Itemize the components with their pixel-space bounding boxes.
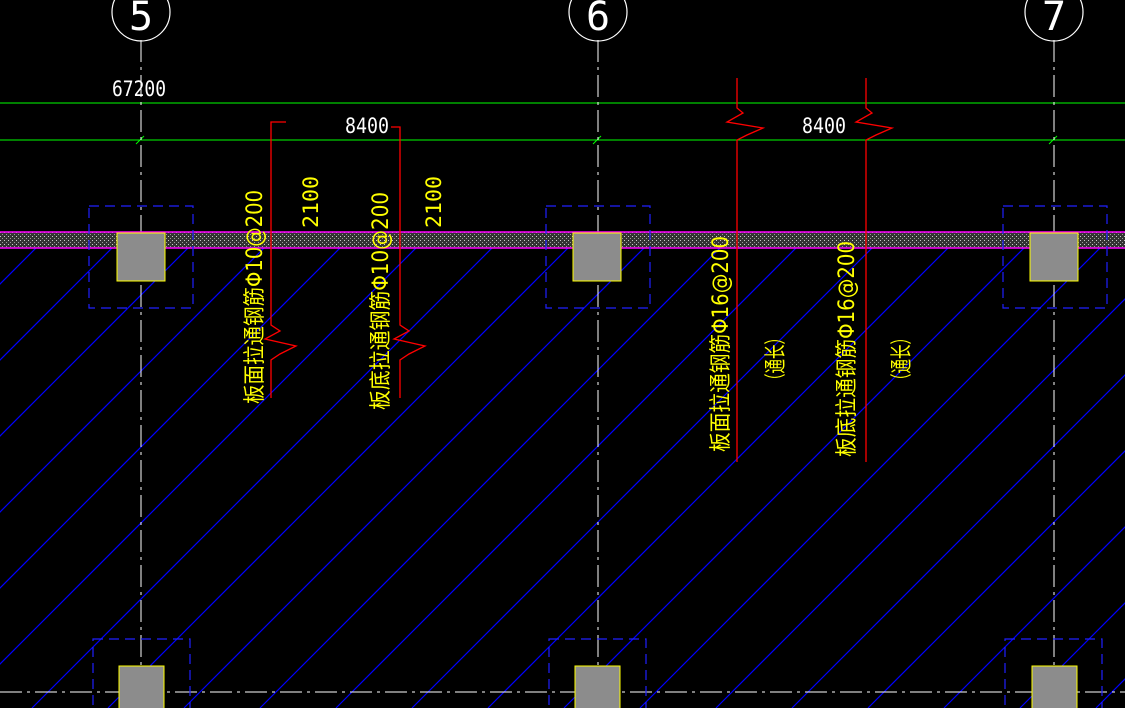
hatch-line bbox=[1019, 602, 1125, 708]
hatch-line bbox=[867, 450, 1125, 708]
hatch-line bbox=[0, 248, 265, 513]
slab-hatch bbox=[0, 248, 1125, 708]
axis-label-6: 6 bbox=[586, 0, 610, 40]
rebar-note-top-16: 板面拉通钢筋Φ16@200 bbox=[709, 236, 734, 452]
axis-bubble-5: 5 bbox=[111, 0, 171, 42]
through-length-note-2: （通长） bbox=[890, 330, 915, 388]
hatch-line bbox=[107, 248, 569, 708]
hatch-line bbox=[411, 248, 873, 708]
rebar-bottom-10-line bbox=[391, 126, 427, 398]
hatch-line bbox=[943, 526, 1125, 708]
bay-dimension-right: 8400 bbox=[802, 114, 846, 138]
rebar-bottom-16-line bbox=[854, 78, 895, 462]
hatch-line bbox=[183, 248, 645, 708]
column-lower-6 bbox=[548, 638, 647, 708]
through-length-note-1: （通长） bbox=[764, 330, 789, 388]
hatch-line bbox=[563, 248, 1025, 708]
axis-label-5: 5 bbox=[129, 0, 153, 40]
column-upper-5 bbox=[88, 205, 194, 309]
hatch-line bbox=[487, 248, 949, 708]
hatch-line bbox=[0, 248, 417, 665]
hatch-line bbox=[0, 248, 37, 285]
hatch-line bbox=[0, 248, 113, 361]
column-lower-5 bbox=[92, 638, 191, 708]
axis-label-7: 7 bbox=[1042, 0, 1066, 40]
side-dimension-2: 2100 bbox=[422, 176, 446, 228]
column-lower-7 bbox=[1004, 638, 1103, 708]
hatch-line bbox=[0, 248, 189, 437]
bay-dimension-left: 8400 bbox=[345, 114, 389, 138]
rebar-note-bottom-10: 板底拉通钢筋Φ10@200 bbox=[369, 192, 394, 410]
rebar-top-16-line bbox=[725, 78, 766, 462]
hatch-line bbox=[259, 248, 721, 708]
hatch-line bbox=[0, 248, 341, 589]
side-dimension-1: 2100 bbox=[299, 176, 323, 228]
hatch-line bbox=[1095, 678, 1125, 708]
hatch-line bbox=[639, 248, 1101, 708]
rebar-lines-left bbox=[263, 121, 427, 398]
rebar-top-10-line bbox=[263, 121, 298, 398]
rebar-note-bottom-16: 板底拉通钢筋Φ16@200 bbox=[835, 241, 860, 457]
rebar-note-top-10: 板面拉通钢筋Φ10@200 bbox=[243, 190, 268, 404]
axis-grid-lines bbox=[140, 40, 1055, 708]
column-upper-7 bbox=[1002, 205, 1108, 309]
axis-bubble-7: 7 bbox=[1024, 0, 1084, 42]
rebar-lines-right bbox=[725, 78, 895, 462]
hatch-line bbox=[31, 248, 493, 708]
dimension-ticks bbox=[135, 135, 1058, 145]
axis-bubble-6: 6 bbox=[568, 0, 628, 42]
column-upper-6 bbox=[545, 205, 651, 309]
hatch-line bbox=[335, 248, 797, 708]
hatch-line bbox=[791, 374, 1125, 708]
beam-band bbox=[0, 232, 1125, 248]
hatch-line bbox=[715, 298, 1125, 708]
total-dimension-text: 67200 bbox=[112, 77, 166, 101]
